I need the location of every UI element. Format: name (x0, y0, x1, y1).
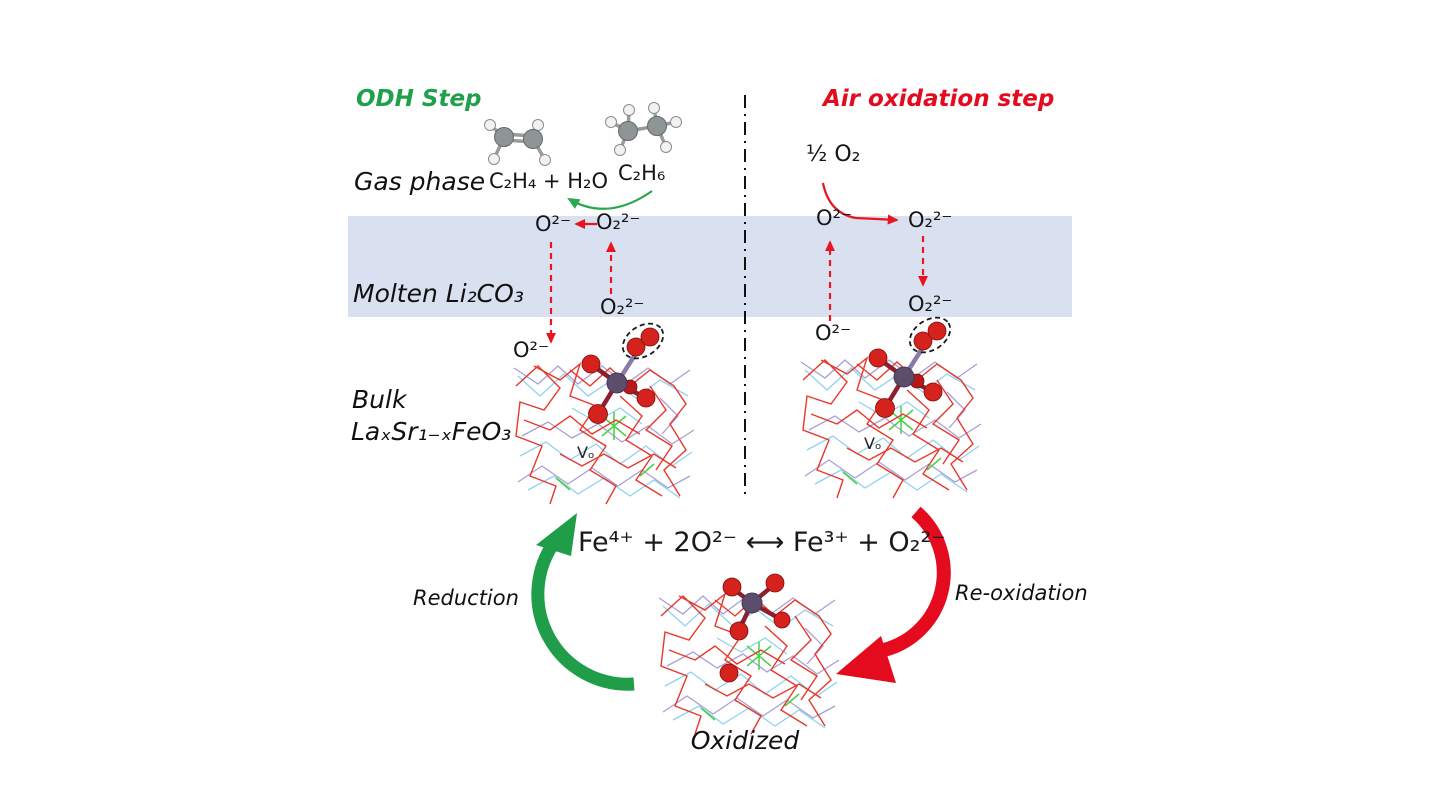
vacancy-label-right: Vₒ (864, 434, 882, 453)
gas-reaction-arrow (567, 190, 653, 210)
ethane-label: C₂H₆ (618, 161, 666, 185)
right-peroxide-melt-bottom-label: O₂²⁻ (908, 292, 953, 316)
crystal-oxidized (658, 574, 840, 735)
half-o2-label: ½ O₂ (806, 142, 861, 167)
right-oxide-melt-top-label: O²⁻ (816, 206, 853, 230)
molten-li2co3-label: Molten Li₂CO₃ (353, 279, 524, 308)
left-oxide-bulk-label: O²⁻ (513, 338, 550, 362)
equation-label: Fe⁴⁺ + 2O²⁻ ⟷ Fe³⁺ + O₂²⁻ (578, 527, 946, 558)
molten-band (348, 216, 1072, 317)
reoxidation-cycle-arrow (836, 506, 951, 683)
bulk-label: Bulk (352, 385, 407, 414)
vacancy-label-left: Vₒ (577, 443, 595, 462)
reduction-cycle-arrow (531, 513, 635, 691)
ethylene-model (484, 119, 551, 166)
ethane-model (605, 102, 682, 156)
left-peroxide-melt-bottom-label: O₂²⁻ (600, 295, 645, 319)
air-oxidation-title: Air oxidation step (823, 86, 1055, 112)
right-peroxide-melt-top-label: O₂²⁻ (908, 208, 953, 232)
reoxidation-label: Re-oxidation (955, 581, 1088, 605)
odh-step-title: ODH Step (356, 86, 482, 112)
right-oxide-to-peroxide-arrow (821, 182, 899, 225)
left-peroxide-melt-top-label: O₂²⁻ (596, 210, 641, 234)
ethylene-water-label: C₂H₄ + H₂O (489, 169, 608, 193)
left-oxide-melt-top-label: O²⁻ (535, 212, 572, 236)
right-oxide-bulk-label: O²⁻ (815, 321, 852, 345)
bulk-formula-label: LaₓSr₁₋ₓFeO₃ (351, 417, 512, 446)
reduction-label: Reduction (413, 586, 519, 610)
oxidized-label: Oxidized (690, 726, 800, 755)
gas-phase-label: Gas phase (354, 167, 486, 196)
